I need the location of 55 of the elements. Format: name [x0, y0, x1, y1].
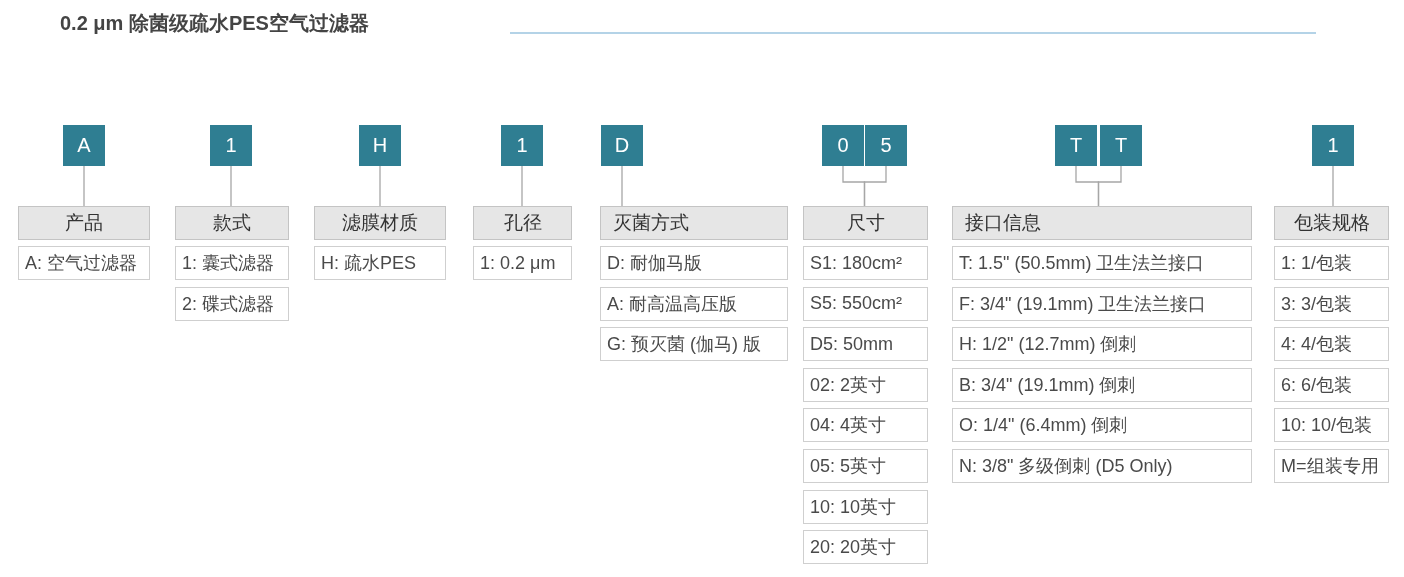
option-box: 20: 20英寸: [803, 530, 928, 565]
option-box: G: 预灭菌 (伽马) 版: [600, 327, 788, 362]
option-box: H: 疏水PES: [314, 246, 446, 280]
option-box: A: 空气过滤器: [18, 246, 150, 280]
category-header: 包装规格: [1274, 206, 1389, 240]
option-box: 10: 10/包装: [1274, 408, 1389, 443]
code-box: 0: [822, 125, 864, 166]
title: 0.2 μm 除菌级疏水PES空气过滤器: [60, 11, 369, 36]
connector-line: [230, 165, 232, 207]
category-header: 孔径: [473, 206, 572, 240]
option-box: O: 1/4" (6.4mm) 倒刺: [952, 408, 1252, 443]
code-box: D: [601, 125, 643, 166]
connector-line: [621, 165, 623, 207]
option-box: H: 1/2" (12.7mm) 倒刺: [952, 327, 1252, 362]
option-box: 04: 4英寸: [803, 408, 928, 443]
code-box: 1: [501, 125, 543, 166]
option-box: 2: 碟式滤器: [175, 286, 289, 321]
category-header: 接口信息: [952, 206, 1252, 240]
connector-line: [83, 165, 85, 207]
option-box: 05: 5英寸: [803, 449, 928, 483]
option-box: S5: 550cm²: [803, 286, 928, 321]
code-box: 1: [210, 125, 252, 166]
connector-line: [863, 165, 887, 207]
category-header: 灭菌方式: [600, 206, 788, 240]
option-box: D5: 50mm: [803, 327, 928, 362]
option-box: 4: 4/包装: [1274, 327, 1389, 362]
option-box: F: 3/4" (19.1mm) 卫生法兰接口: [952, 286, 1252, 321]
code-box: H: [359, 125, 401, 166]
connector-line: [1332, 165, 1334, 207]
option-box: D: 耐伽马版: [600, 246, 788, 280]
option-box: B: 3/4" (19.1mm) 倒刺: [952, 367, 1252, 402]
option-box: T: 1.5" (50.5mm) 卫生法兰接口: [952, 246, 1252, 280]
connector-line: [521, 165, 523, 207]
option-box: 6: 6/包装: [1274, 367, 1389, 402]
code-box: T: [1055, 125, 1097, 166]
connector-line: [1097, 165, 1122, 207]
connector-line: [379, 165, 381, 207]
option-box: A: 耐高温高压版: [600, 286, 788, 321]
category-header: 尺寸: [803, 206, 928, 240]
option-box: N: 3/8" 多级倒刺 (D5 Only): [952, 449, 1252, 483]
category-header: 滤膜材质: [314, 206, 446, 240]
option-box: 10: 10英寸: [803, 489, 928, 524]
code-box: A: [63, 125, 105, 166]
category-header: 产品: [18, 206, 150, 240]
option-box: M=组装专用: [1274, 449, 1389, 483]
code-box: 5: [865, 125, 907, 166]
category-header: 款式: [175, 206, 289, 240]
option-box: 1: 囊式滤器: [175, 246, 289, 280]
option-box: 1: 1/包装: [1274, 246, 1389, 280]
option-box: 02: 2英寸: [803, 367, 928, 402]
code-box: T: [1100, 125, 1142, 166]
option-box: 3: 3/包装: [1274, 286, 1389, 321]
option-box: 1: 0.2 μm: [473, 246, 572, 280]
option-box: S1: 180cm²: [803, 246, 928, 280]
code-box: 1: [1312, 125, 1354, 166]
